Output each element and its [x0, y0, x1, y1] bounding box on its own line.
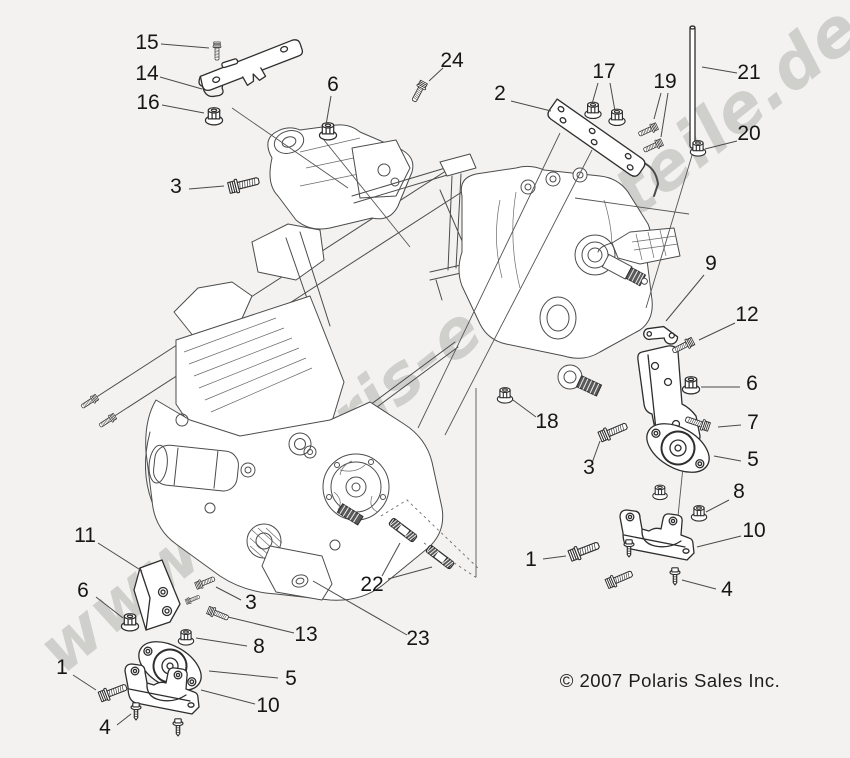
callout-8: 8: [253, 635, 265, 658]
leader-line-22: [381, 542, 401, 577]
callout-13: 13: [294, 623, 317, 646]
leader-line-4: [681, 579, 717, 590]
callout-12: 12: [735, 303, 758, 326]
callout-3: 3: [583, 456, 595, 479]
leader-line-6: [325, 95, 332, 126]
leader-line-18: [512, 399, 537, 418]
part-nut-6-left: [120, 613, 140, 632]
callout-19: 19: [653, 70, 676, 93]
callout-16: 16: [136, 91, 159, 114]
callout-6: 6: [77, 579, 89, 602]
part-rod-21: [689, 25, 696, 149]
diagram-line-art: [79, 107, 701, 601]
part-nut: [652, 484, 668, 501]
transmission-case: [458, 161, 681, 397]
callout-1: 1: [525, 548, 537, 571]
callout-4: 4: [99, 716, 111, 739]
leader-line-12: [698, 322, 736, 341]
callout-18: 18: [535, 410, 558, 433]
leader-line-22: [387, 566, 433, 580]
part-bracket-14: [198, 39, 304, 98]
callout-3: 3: [170, 175, 182, 198]
callout-24: 24: [440, 49, 464, 72]
leader-line-17: [609, 82, 616, 112]
callout-17: 17: [592, 60, 615, 83]
leader-line-19: [653, 92, 662, 120]
starter-motor: [148, 444, 239, 492]
engine-mount-boss: [261, 545, 333, 601]
callout-5: 5: [285, 667, 297, 690]
leader-line-5: [208, 670, 279, 679]
callout-21: 21: [737, 61, 760, 84]
part-nut-18: [496, 387, 514, 404]
callout-1: 1: [56, 656, 68, 679]
leader-line-10: [200, 689, 256, 705]
leader-line-8: [705, 499, 730, 513]
cooling-fins: [183, 317, 313, 413]
front-valve-cover: [251, 223, 325, 281]
callout-9: 9: [705, 252, 717, 275]
callout-5: 5: [747, 448, 759, 471]
leader-line-16: [161, 104, 205, 114]
magneto-cover: [322, 453, 390, 526]
leader-line-3: [215, 586, 242, 601]
part-nut-20: [689, 140, 707, 157]
callout-23: 23: [406, 627, 429, 650]
callout-15: 15: [135, 31, 158, 54]
callout-20: 20: [737, 122, 760, 145]
leader-line-8: [195, 637, 248, 647]
leader-line-20: [704, 140, 738, 150]
callout-6: 6: [746, 372, 758, 395]
callout-8: 8: [733, 480, 745, 503]
leader-line-3: [188, 185, 225, 190]
part-strap-9: [643, 325, 679, 345]
callout-7: 7: [747, 411, 759, 434]
leader-line-17: [591, 82, 599, 105]
callout-10: 10: [256, 694, 279, 717]
copyright-text: © 2007 Polaris Sales Inc.: [560, 670, 781, 691]
leader-line-9: [665, 274, 705, 322]
callout-4: 4: [721, 578, 733, 601]
callout-14: 14: [135, 62, 159, 85]
leader-line-1: [72, 674, 97, 691]
part-nut-17: [608, 108, 626, 127]
output-shaft: [601, 253, 648, 287]
part-bracket-2: [547, 98, 646, 177]
leader-line-21: [701, 66, 738, 74]
leader-line-5: [713, 455, 742, 462]
part-nut-6-top: [318, 122, 338, 141]
leader-line-7: [717, 424, 742, 428]
leader-line-14: [159, 76, 203, 90]
part-nut-17: [584, 101, 602, 120]
callout-2: 2: [494, 82, 506, 105]
leader-line-11: [97, 542, 143, 572]
leader-line-1: [542, 555, 567, 560]
part-nut-8-left: [177, 629, 195, 646]
leader-line-3: [591, 440, 601, 464]
leader-line-15: [160, 43, 210, 49]
rear-output-shaft: [575, 375, 603, 397]
leader-line-13: [227, 616, 295, 634]
leader-line-23: [312, 580, 408, 636]
callout-10: 10: [742, 519, 765, 542]
leader-line-4: [116, 713, 132, 726]
callout-3: 3: [245, 591, 257, 614]
pedal: [611, 227, 681, 265]
part-bracket-11: [133, 559, 181, 631]
part-nut-16: [204, 107, 224, 126]
part-nut-8-right: [690, 505, 708, 522]
leader-line-19: [660, 92, 669, 138]
callout-22: 22: [360, 573, 383, 596]
callout-6: 6: [327, 73, 339, 96]
leader-line-6: [95, 596, 124, 619]
leader-line-24: [428, 67, 444, 82]
hardware-parts: [97, 25, 723, 737]
part-nut-6-right: [681, 376, 701, 395]
leader-line-10: [696, 535, 742, 548]
leader-line-2: [510, 100, 552, 112]
callout-11: 11: [74, 524, 96, 547]
